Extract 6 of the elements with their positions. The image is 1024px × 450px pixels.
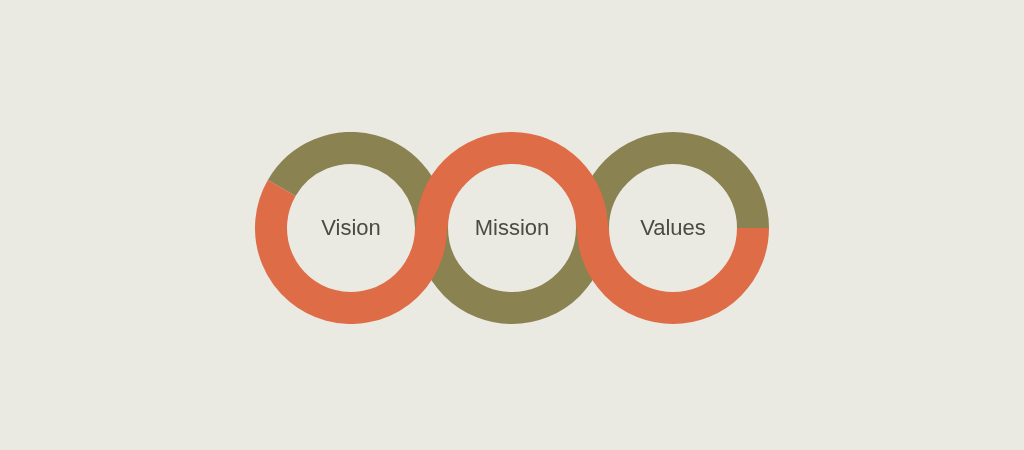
ring-label: Values xyxy=(640,215,706,241)
ring-label: Vision xyxy=(321,215,381,241)
ring xyxy=(416,132,608,324)
ring xyxy=(255,132,447,324)
ring xyxy=(577,132,769,324)
ring-label: Mission xyxy=(474,215,550,241)
